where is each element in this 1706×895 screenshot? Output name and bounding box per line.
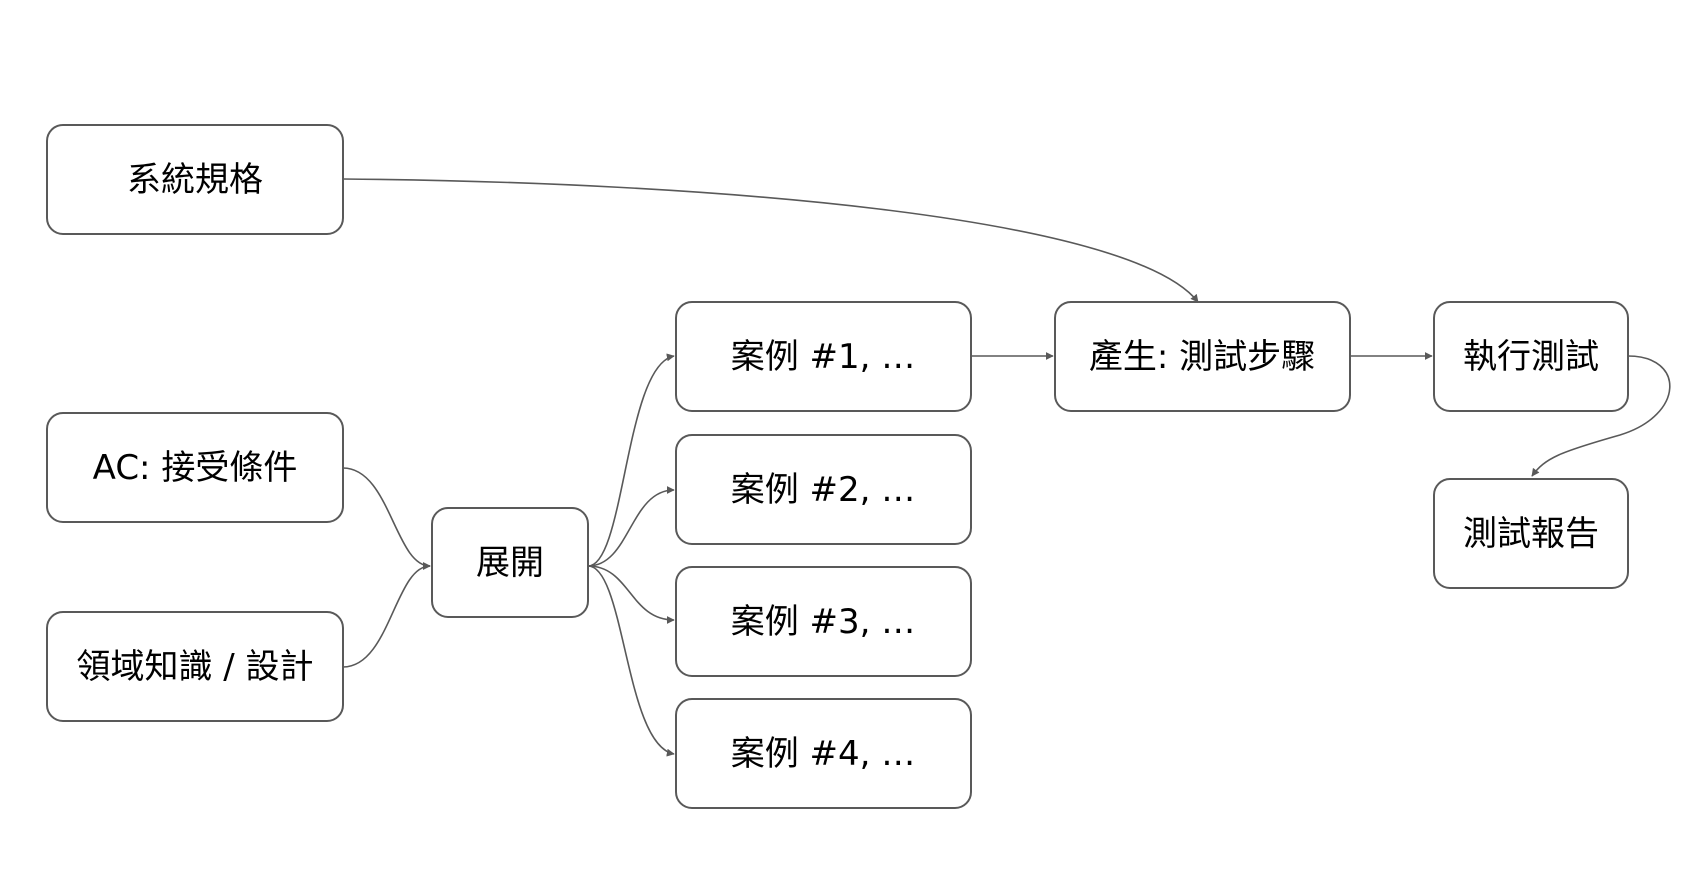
node-case-3-label: 案例 #3, … — [731, 602, 916, 642]
node-generate-steps-label: 產生: 測試步驟 — [1089, 337, 1315, 377]
node-execute-test: 執行測試 — [1433, 301, 1629, 412]
node-case-3: 案例 #3, … — [675, 566, 972, 677]
node-expand: 展開 — [431, 507, 589, 618]
edge-execute-test-to-test-report — [1531, 355, 1671, 477]
node-domain-knowledge: 領域知識 / 設計 — [46, 611, 344, 722]
node-case-2: 案例 #2, … — [675, 434, 972, 545]
node-case-4-label: 案例 #4, … — [731, 734, 916, 774]
node-acceptance-criteria: AC: 接受條件 — [46, 412, 344, 523]
node-case-2-label: 案例 #2, … — [731, 470, 916, 510]
node-test-report-label: 測試報告 — [1463, 514, 1599, 554]
edge-domain-to-expand — [342, 562, 431, 668]
node-domain-knowledge-label: 領域知識 / 設計 — [76, 647, 313, 687]
edge-ac-to-expand — [342, 467, 431, 570]
node-case-4: 案例 #4, … — [675, 698, 972, 809]
node-system-spec-label: 系統規格 — [127, 160, 263, 200]
edge-expand-to-case-4 — [587, 565, 675, 757]
edge-system-spec-to-generate-steps — [342, 178, 1199, 303]
node-case-1-label: 案例 #1, … — [731, 337, 916, 377]
node-acceptance-criteria-label: AC: 接受條件 — [93, 448, 298, 488]
node-generate-steps: 產生: 測試步驟 — [1054, 301, 1351, 412]
edge-expand-to-case-1 — [587, 353, 675, 567]
node-expand-label: 展開 — [476, 543, 544, 583]
node-test-report: 測試報告 — [1433, 478, 1629, 589]
node-system-spec: 系統規格 — [46, 124, 344, 235]
node-case-1: 案例 #1, … — [675, 301, 972, 412]
node-execute-test-label: 執行測試 — [1463, 337, 1599, 377]
edge-expand-to-case-3 — [587, 565, 675, 624]
edge-expand-to-case-2 — [587, 486, 675, 567]
